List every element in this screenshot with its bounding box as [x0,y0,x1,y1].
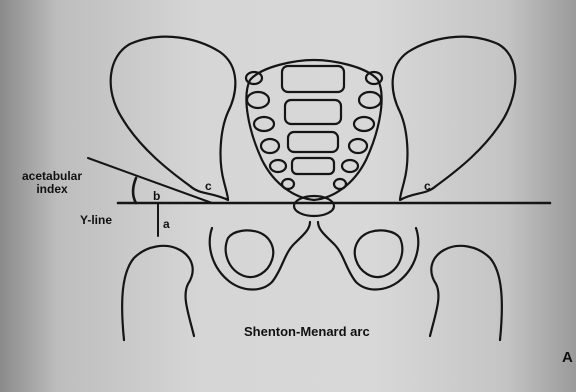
sacral-body-1 [282,66,344,92]
foramen-right-4 [342,160,358,172]
c-right-label: c [424,180,431,193]
foramen-left-3 [261,139,279,153]
b-label: b [153,190,160,203]
foramen-right-2 [354,117,374,131]
a-label: a [163,218,170,231]
right-obturator [355,230,403,277]
foramen-left-2 [254,117,274,131]
foramen-right-5 [334,179,346,189]
y-line-label: Y-line [80,214,112,227]
left-ilium [111,37,236,200]
acetabular-label-line1: acetabular [22,170,82,183]
acetabular-label-line2: index [22,183,82,196]
acetabular-angle-arc [133,178,136,203]
left-femur [122,246,194,340]
foramen-left-4 [270,160,286,172]
right-femur [430,246,502,340]
panel-letter: A [562,350,573,366]
left-obturator [226,230,274,277]
foramen-right-top [366,72,382,84]
c-left-label: c [205,180,212,193]
acetabular-index-label: acetabular index [22,170,82,195]
acetabular-index-line [88,158,212,203]
foramen-right-3 [349,139,367,153]
sacral-body-3 [288,132,338,152]
foramen-left-5 [282,179,294,189]
right-ilium [393,37,516,200]
foramen-left-top [246,72,262,84]
shenton-menard-label: Shenton-Menard arc [244,325,370,339]
foramen-left-1 [247,92,269,108]
sacral-body-2 [285,100,341,124]
foramen-right-1 [359,92,381,108]
sacral-body-4 [292,158,334,174]
